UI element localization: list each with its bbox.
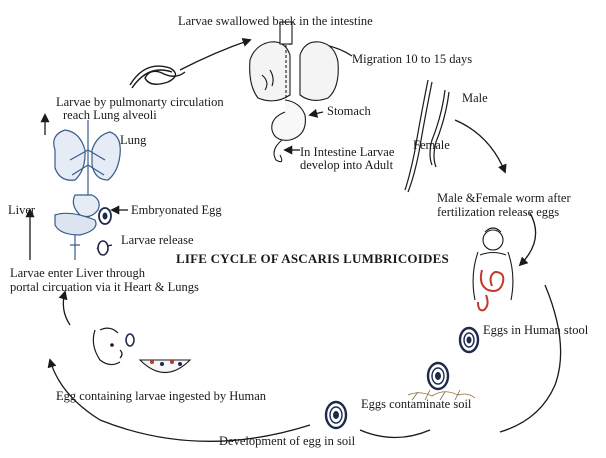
label-lung: Lung bbox=[120, 133, 147, 147]
arrow-to-human bbox=[518, 212, 537, 267]
human-figure bbox=[472, 227, 514, 301]
larva-coil bbox=[129, 65, 186, 89]
food-bowl bbox=[138, 359, 192, 374]
label-fertilization-1: Male &Female worm after bbox=[437, 191, 571, 205]
label-liver-entry-1: Larvae enter Liver through bbox=[10, 266, 146, 280]
label-contaminate: Eggs contaminate soil bbox=[361, 397, 472, 411]
diagram-title: LIFE CYCLE OF ASCARIS LUMBRICOIDES bbox=[176, 251, 449, 266]
label-liver-entry-2: portal circuation via it Heart & Lungs bbox=[10, 280, 199, 294]
female-worm bbox=[404, 79, 429, 191]
label-pulmonary-2: reach Lung alveoli bbox=[63, 108, 157, 122]
arrow-to-soil bbox=[359, 429, 431, 439]
lungs-left bbox=[53, 120, 121, 200]
label-larvae-swallowed: Larvae swallowed back in the intestine bbox=[178, 14, 373, 28]
egg-soil bbox=[426, 361, 450, 391]
cycle-arrows bbox=[25, 38, 562, 442]
egg-stool bbox=[458, 326, 480, 354]
label-liver: Liver bbox=[8, 203, 36, 217]
label-development: Development of egg in soil bbox=[219, 434, 356, 448]
stomach-intestine bbox=[271, 99, 306, 163]
label-male: Male bbox=[462, 91, 488, 105]
label-female: Female bbox=[413, 138, 450, 152]
label-eggs-stool: Eggs in Human stool bbox=[483, 323, 589, 337]
arrow-to-development bbox=[47, 358, 311, 442]
arrow-ingest-to-liver bbox=[58, 290, 71, 326]
label-migration: Migration 10 to 15 days bbox=[352, 52, 473, 66]
human-intestine bbox=[477, 269, 505, 312]
label-ingested: Egg containing larvae ingested by Human bbox=[56, 389, 267, 403]
male-worm bbox=[429, 89, 446, 166]
egg-release bbox=[97, 240, 109, 256]
arrow-lung-to-intestine bbox=[179, 38, 252, 71]
ingested-egg bbox=[125, 333, 135, 347]
arrow-stomach bbox=[308, 108, 324, 118]
label-fertilization-2: fertilization release eggs bbox=[437, 205, 560, 219]
label-intestine-1: In Intestine Larvae bbox=[300, 145, 395, 159]
label-stomach: Stomach bbox=[327, 104, 371, 118]
human-eating bbox=[92, 327, 123, 366]
arrow-to-stool bbox=[499, 284, 562, 433]
label-intestine-2: develop into Adult bbox=[300, 158, 394, 172]
heart-liver bbox=[54, 194, 100, 260]
adult-worms bbox=[404, 79, 450, 193]
label-embryonated-egg: Embryonated Egg bbox=[131, 203, 222, 217]
egg-development bbox=[324, 400, 348, 430]
egg-embryonated bbox=[98, 207, 112, 225]
chest-lungs-top bbox=[249, 21, 339, 102]
soil-patch bbox=[407, 389, 476, 401]
label-larvae-release: Larvae release bbox=[121, 233, 194, 247]
arrow-to-male-female bbox=[454, 119, 507, 174]
label-pulmonary-1: Larvae by pulmonarty circulation bbox=[56, 95, 224, 109]
